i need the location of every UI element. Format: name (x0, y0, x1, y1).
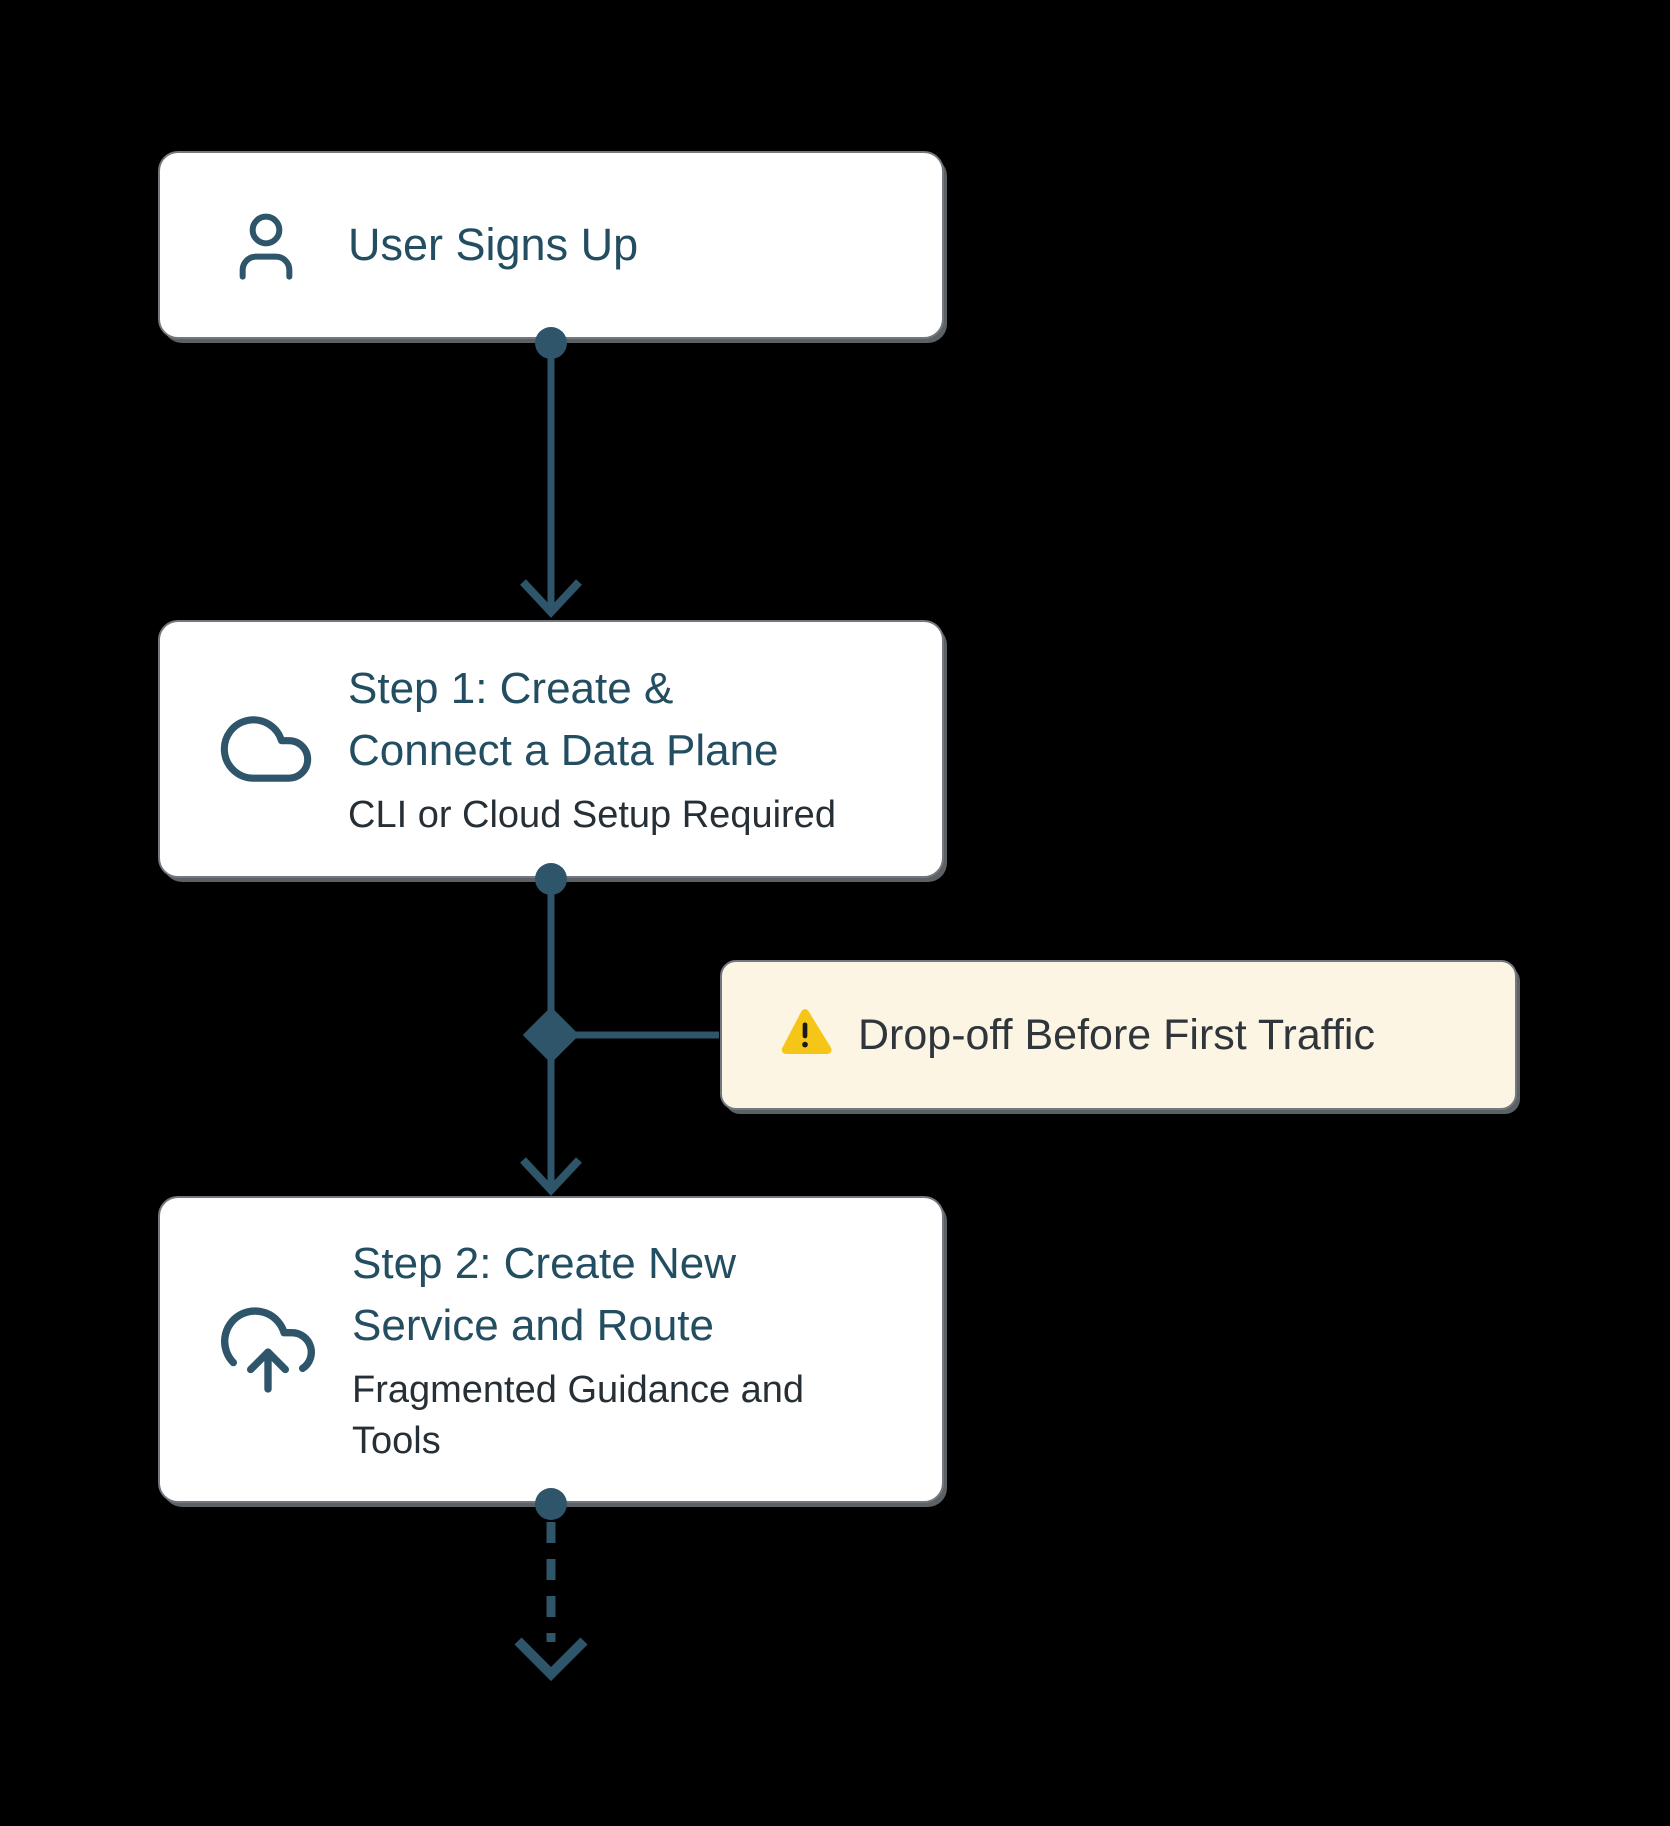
branch-diamond (522, 1006, 580, 1064)
node-subtitle: Fragmented Guidance and Tools (352, 1368, 805, 1462)
arrowhead-down-icon (520, 579, 582, 618)
node-user-signs-up: User Signs Up (158, 151, 944, 339)
node-step1-create-data-plane: Step 1: Create & Connect a Data Plane CL… (158, 620, 944, 878)
user-icon (226, 205, 306, 285)
connector-signup-to-step1 (520, 327, 582, 618)
arrowhead-down-icon (520, 1157, 582, 1196)
warning-icon (778, 1005, 832, 1066)
node-title: Step 1: Create & Connect a Data Plane (348, 663, 779, 775)
connector-step2-exit-dashed (514, 1488, 588, 1682)
node-title: User Signs Up (348, 219, 639, 270)
cloud-upload-icon (216, 1298, 320, 1402)
callout-dropoff-warning: Drop-off Before First Traffic (720, 960, 1517, 1110)
arrowhead-down-icon (514, 1637, 588, 1682)
node-step2-create-service-route: Step 2: Create New Service and Route Fra… (158, 1196, 944, 1503)
callout-text: Drop-off Before First Traffic (858, 1010, 1375, 1059)
connector-step1-to-step2 (520, 863, 719, 1196)
node-title: Step 2: Create New Service and Route (352, 1238, 736, 1350)
cloud-icon (216, 699, 316, 799)
node-subtitle: CLI or Cloud Setup Required (348, 793, 836, 836)
